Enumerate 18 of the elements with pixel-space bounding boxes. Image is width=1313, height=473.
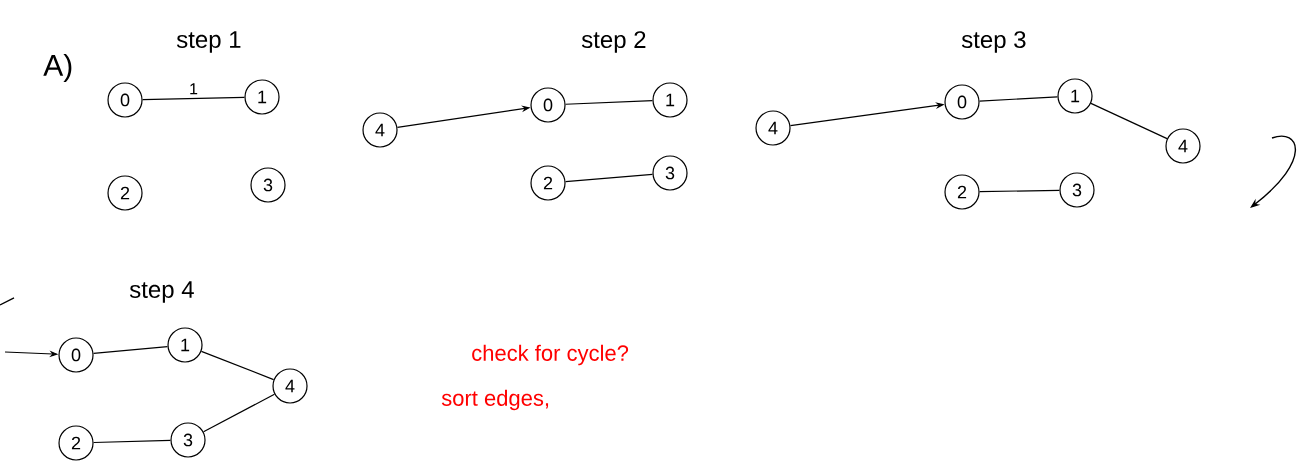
panel-letter: A) <box>43 54 72 82</box>
edge-line <box>92 346 169 354</box>
step-heading: step 4 <box>129 281 194 303</box>
edge-line <box>979 96 1059 102</box>
edge-line <box>200 350 275 381</box>
edge-line <box>565 100 654 105</box>
note: check for cycle? <box>472 344 629 366</box>
step-heading: step 3 <box>961 31 1026 53</box>
edge-line <box>1090 102 1168 140</box>
edge-line <box>979 189 1060 193</box>
edge-line <box>142 96 245 101</box>
note: sort edges, <box>441 389 549 411</box>
edge-line <box>93 439 172 444</box>
edge-line <box>564 173 654 183</box>
step-heading: step 1 <box>176 31 241 53</box>
edge-label: 1 <box>190 83 198 95</box>
step-heading: step 2 <box>581 31 646 53</box>
edge-line <box>202 393 276 433</box>
